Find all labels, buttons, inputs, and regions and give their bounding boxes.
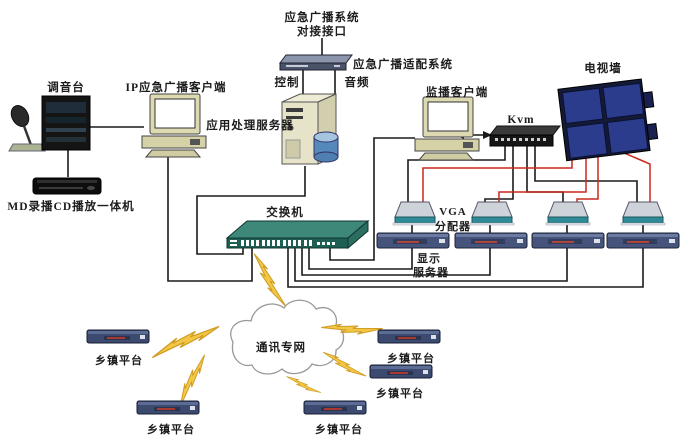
- display-server-4: [606, 232, 680, 249]
- mixer-knobs: [46, 137, 86, 142]
- vga-splitter-4: [620, 201, 666, 226]
- microphone: [8, 105, 46, 152]
- mic-head: [10, 105, 30, 127]
- labels: 应急广播系统 对接接口 应急广播适配系统 控制 音频 调音台 IP应急广播客户端…: [7, 10, 622, 436]
- display-server-1: [376, 232, 450, 249]
- link-switch-display2: [301, 246, 491, 276]
- adapter-ports: [286, 65, 308, 67]
- label-tv-wall: 电视墙: [584, 61, 622, 75]
- display-server-3: [531, 232, 605, 249]
- township-server-3: [303, 400, 367, 415]
- label-display-line2: 服务器: [413, 265, 449, 279]
- label-township-2: 乡镇平台: [147, 422, 195, 436]
- township-server-1: [86, 329, 150, 344]
- kvm-top: [488, 125, 562, 136]
- broadcast-adapter-device: [279, 54, 353, 71]
- label-interface-line2: 对接接口: [297, 24, 347, 38]
- mixer-strip: [46, 117, 86, 123]
- label-mixer: 调音台: [47, 80, 85, 94]
- switch-mark2: [230, 244, 237, 246]
- label-cloud: 通讯专网: [256, 340, 306, 354]
- app-server-tower: [281, 93, 339, 165]
- township-server-5: [369, 364, 433, 379]
- redlink-tvwall-splitter2: [498, 149, 587, 204]
- label-township-1: 乡镇平台: [95, 353, 143, 367]
- link-switch-display4: [287, 246, 644, 288]
- tvwall-screen-4: [606, 117, 649, 154]
- db-cylinder-bottom: [313, 151, 339, 163]
- vga-splitter-2: [469, 201, 515, 226]
- cloud-shape: [230, 299, 345, 375]
- adapter-top: [279, 54, 353, 64]
- kvm-switch: [488, 125, 562, 147]
- tvwall-screen-2: [602, 82, 645, 120]
- mic-base: [8, 143, 46, 152]
- bolt-cloud-township1: [149, 325, 223, 359]
- label-township-4: 乡镇平台: [387, 351, 435, 365]
- label-display-line1: 显示: [417, 252, 441, 265]
- link-kvm-splitter3: [526, 145, 564, 204]
- adapter-led: [334, 65, 340, 67]
- label-vga-line1: VGA: [439, 206, 466, 218]
- mic-stand: [22, 125, 33, 146]
- vga-splitter-1: [392, 201, 438, 226]
- township-server-2: [136, 400, 200, 415]
- link-switch-display1: [308, 246, 413, 270]
- mixer-faders: [46, 128, 86, 132]
- switch-front: [226, 237, 349, 249]
- monitor-client-computer: [414, 96, 480, 161]
- label-ip-client: IP应急广播客户端: [126, 80, 227, 94]
- player-dial: [87, 186, 95, 190]
- black-connections: [67, 38, 644, 288]
- label-app-server: 应用处理服务器: [206, 118, 294, 132]
- bolt-cloud-township2: [165, 354, 219, 409]
- link-switch-display3: [294, 246, 568, 282]
- label-control: 控制: [275, 75, 300, 89]
- arrow-head-right: [483, 131, 492, 139]
- bolt-switch-cloud: [253, 249, 287, 311]
- label-township-3: 乡镇平台: [315, 422, 363, 436]
- link-appserver-switch: [196, 166, 306, 255]
- link-monitorclient-switch: [329, 137, 415, 261]
- label-audio: 音频: [345, 75, 370, 89]
- label-monitor-client: 监播客户端: [426, 85, 489, 99]
- md-cd-player: [32, 177, 102, 195]
- db-cylinder-top: [313, 131, 339, 143]
- player-tray: [39, 187, 83, 189]
- ip-client-computer: [141, 93, 207, 158]
- label-interface-line1: 应急广播系统: [285, 10, 360, 24]
- server-drive1: [286, 108, 303, 112]
- display-server-2: [454, 232, 528, 249]
- network-switch: [225, 219, 370, 250]
- kvm-ports: [495, 138, 546, 141]
- tvwall-tab-1: [642, 91, 655, 109]
- link-ipclient-switch: [167, 154, 253, 282]
- player-top-sheen: [37, 180, 97, 183]
- label-vga-line2: 分配器: [435, 219, 471, 233]
- cloud-network: [230, 299, 345, 375]
- mixer-console: [41, 95, 91, 151]
- vga-splitter-3: [545, 201, 591, 226]
- label-adapter: 应急广播适配系统: [353, 57, 453, 71]
- adapter-front: [279, 62, 347, 71]
- label-switch: 交换机: [266, 205, 304, 219]
- label-kvm: Kvm: [507, 114, 534, 126]
- server-vents: [285, 139, 301, 159]
- server-drive2: [286, 116, 303, 119]
- redlink-tvwall-splitter3: [576, 152, 599, 204]
- label-md-player: MD录播CD播放一体机: [7, 199, 134, 213]
- tvwall-tab-2: [646, 123, 659, 141]
- tvwall-screen-1: [561, 87, 604, 125]
- switch-top: [225, 220, 370, 239]
- tv-wall: [557, 78, 659, 162]
- tvwall-screen-3: [566, 122, 608, 159]
- township-server-4: [377, 329, 441, 344]
- switch-ports: [241, 240, 335, 246]
- redlink-tvwall-splitter4: [609, 146, 651, 204]
- mixer-display: [46, 102, 86, 113]
- switch-mark1: [230, 240, 237, 242]
- server-button: [288, 125, 294, 131]
- label-township-5: 乡镇平台: [376, 386, 424, 400]
